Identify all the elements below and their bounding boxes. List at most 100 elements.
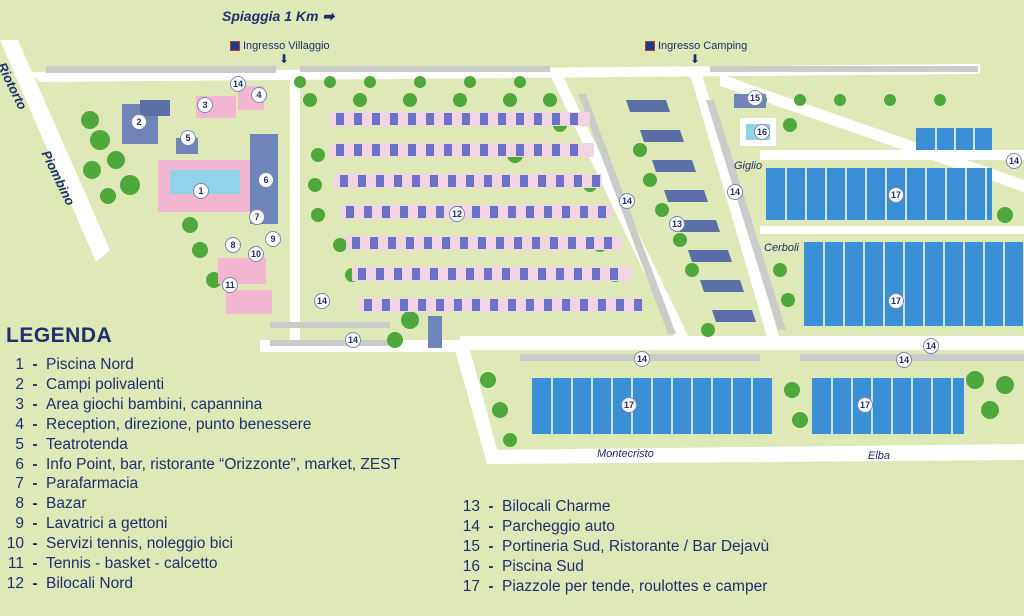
- legend-text: Portineria Sud, Ristorante / Bar Dejavù: [502, 537, 770, 555]
- legend-dash: -: [32, 455, 38, 473]
- legend-text: Bazar: [46, 495, 87, 513]
- marker-10[interactable]: 10: [248, 246, 264, 262]
- legend-item-7: 7-Parafarmacia: [0, 475, 138, 493]
- legend-title: LEGENDA: [6, 324, 113, 347]
- bilocali-charme: [626, 100, 756, 322]
- legend-dash: -: [488, 537, 494, 555]
- legend-text: Lavatrici a gettoni: [46, 515, 168, 533]
- legend-item-11: 11-Tennis - basket - calcetto: [0, 555, 218, 573]
- legend-dash: -: [32, 574, 38, 592]
- marker-14[interactable]: 14: [345, 332, 361, 348]
- legend-item-4: 4-Reception, direzione, punto benessere: [0, 416, 311, 434]
- legend-number: 8: [15, 495, 24, 513]
- marker-4[interactable]: 4: [251, 87, 267, 103]
- arrow-down-icon: ⬇: [279, 52, 290, 66]
- area-label-cerboli: Cerboli: [764, 242, 799, 254]
- legend-dash: -: [32, 375, 38, 393]
- legend-text: Teatrotenda: [46, 435, 128, 453]
- legend-item-9: 9-Lavatrici a gettoni: [0, 515, 168, 533]
- legend-dash: -: [32, 555, 38, 572]
- beach-label: Spiaggia 1 Km: [222, 8, 319, 24]
- legend-dash: -: [32, 395, 38, 413]
- legend-text: Servizi tennis, noleggio bici: [46, 535, 233, 553]
- marker-17[interactable]: 17: [621, 397, 637, 413]
- legend-text: Tennis - basket - calcetto: [46, 555, 218, 572]
- entrance-icon: [645, 41, 655, 51]
- legend-number: 16: [462, 557, 480, 575]
- legend-item-10: 10-Servizi tennis, noleggio bici: [0, 535, 233, 553]
- arrow-right-icon: ➡: [322, 8, 335, 24]
- legend-number: 7: [15, 475, 24, 493]
- legend-item-8: 8-Bazar: [0, 495, 87, 513]
- marker-14[interactable]: 14: [634, 351, 650, 367]
- legend-number: 4: [15, 415, 24, 433]
- legend-number: 17: [462, 577, 480, 595]
- entrance-camping-label: Ingresso Camping: [658, 40, 748, 52]
- pitch-grid-lines: [551, 128, 1024, 434]
- legend-number: 1: [15, 356, 24, 373]
- marker-14[interactable]: 14: [230, 76, 246, 92]
- marker-6[interactable]: 6: [258, 172, 274, 188]
- marker-11[interactable]: 11: [222, 277, 238, 293]
- marker-13[interactable]: 13: [669, 216, 685, 232]
- entrance-village: Ingresso Villaggio: [230, 40, 330, 52]
- area-label-giglio: Giglio: [734, 160, 763, 172]
- legend-number: 3: [15, 395, 24, 413]
- legend-number: 15: [462, 537, 480, 555]
- legend-item-13: 13-Bilocali Charme: [456, 498, 611, 516]
- marker-14[interactable]: 14: [314, 293, 330, 309]
- legend-number: 14: [462, 517, 480, 535]
- marker-16[interactable]: 16: [754, 124, 770, 140]
- marker-3[interactable]: 3: [197, 97, 213, 113]
- legend-dash: -: [488, 577, 494, 595]
- entrance-village-label: Ingresso Villaggio: [243, 40, 330, 52]
- entrance-camping: Ingresso Camping: [645, 40, 747, 52]
- marker-12[interactable]: 12: [449, 206, 465, 222]
- marker-17[interactable]: 17: [888, 187, 904, 203]
- legend-item-14: 14-Parcheggio auto: [456, 518, 615, 536]
- legend-number: 6: [15, 455, 24, 473]
- road-riotorto-piombino: [0, 40, 110, 262]
- arrow-down-icon: ⬇: [690, 52, 701, 66]
- parking-areas: [46, 66, 1024, 361]
- marker-1[interactable]: 1: [193, 183, 209, 199]
- legend-number: 9: [15, 515, 24, 533]
- legend-item-16: 16-Piscina Sud: [456, 558, 584, 576]
- marker-17[interactable]: 17: [857, 397, 873, 413]
- legend-dash: -: [488, 517, 494, 535]
- marker-7[interactable]: 7: [249, 209, 265, 225]
- legend-dash: -: [32, 475, 38, 493]
- bilocali-nord-grid: [330, 112, 642, 312]
- legend-text: Reception, direzione, punto benessere: [46, 415, 312, 433]
- legend-text: Area giochi bambini, capannina: [46, 395, 263, 413]
- legend-text: Bilocali Charme: [502, 498, 611, 515]
- legend-number: 13: [462, 498, 480, 515]
- marker-5[interactable]: 5: [180, 130, 196, 146]
- marker-8[interactable]: 8: [225, 237, 241, 253]
- legend-item-15: 15-Portineria Sud, Ristorante / Bar Deja…: [456, 538, 769, 556]
- legend-dash: -: [32, 535, 38, 553]
- legend-text: Bilocali Nord: [46, 574, 134, 592]
- marker-2[interactable]: 2: [131, 114, 147, 130]
- legend-dash: -: [32, 515, 38, 533]
- marker-14[interactable]: 14: [619, 193, 635, 209]
- legend-number: 2: [15, 375, 24, 393]
- legend-dash: -: [32, 495, 38, 513]
- legend-item-5: 5-Teatrotenda: [0, 436, 128, 454]
- marker-14[interactable]: 14: [896, 352, 912, 368]
- entrance-icon: [230, 41, 240, 51]
- marker-14[interactable]: 14: [1006, 153, 1022, 169]
- legend-dash: -: [488, 557, 494, 575]
- marker-9[interactable]: 9: [265, 231, 281, 247]
- legend-item-3: 3-Area giochi bambini, capannina: [0, 396, 262, 414]
- legend-text: Parafarmacia: [46, 475, 139, 493]
- legend-text: Parcheggio auto: [502, 517, 615, 535]
- marker-14[interactable]: 14: [727, 184, 743, 200]
- marker-14[interactable]: 14: [923, 338, 939, 354]
- marker-17[interactable]: 17: [888, 293, 904, 309]
- legend-text: Piscina Nord: [46, 356, 134, 373]
- marker-15[interactable]: 15: [747, 90, 763, 106]
- legend-number: 11: [7, 555, 24, 572]
- area-label-elba: Elba: [868, 450, 891, 462]
- legend-text: Info Point, bar, ristorante “Orizzonte”,…: [46, 455, 401, 473]
